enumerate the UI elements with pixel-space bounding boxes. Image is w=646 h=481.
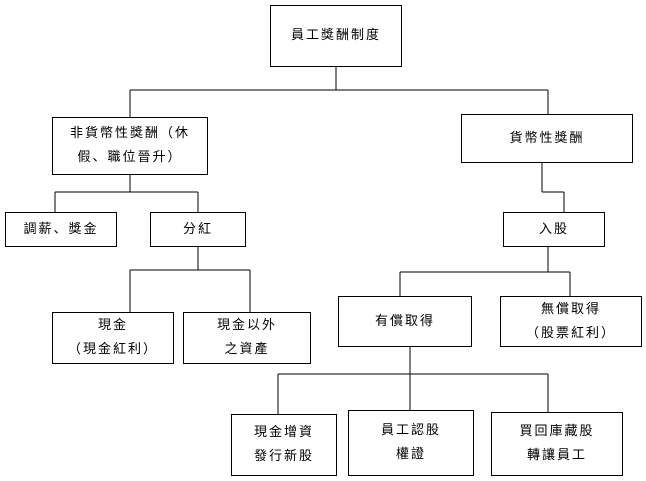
- node-label: 員工獎酬制度: [290, 28, 381, 43]
- node-non-cash-assets: 現金以外 之資產: [183, 312, 311, 364]
- node-label: 現金增資 發行新股: [253, 425, 314, 464]
- node-cash-capital-increase: 現金增資 發行新股: [231, 414, 337, 476]
- node-label: 調薪、獎金: [23, 221, 99, 237]
- node-label: 非貨幣性獎酬（休 假、職位晉升）: [69, 126, 190, 165]
- node-label: 無償取得 （股票紅利）: [525, 301, 616, 341]
- node-employee-compensation-system: 員工獎酬制度: [270, 5, 402, 67]
- node-free-acquisition: 無償取得 （股票紅利）: [500, 296, 642, 347]
- node-dividend: 分紅: [150, 212, 246, 247]
- node-employee-stock-warrant: 員工認股 權證: [348, 410, 474, 476]
- node-label: 現金以外 之資產: [216, 318, 277, 357]
- node-label: 現金 （現金紅利）: [67, 318, 158, 357]
- node-non-monetary-compensation: 非貨幣性獎酬（休 假、職位晉升）: [52, 117, 208, 175]
- node-paid-acquisition: 有償取得: [338, 296, 472, 347]
- node-cash: 現金 （現金紅利）: [52, 312, 174, 364]
- node-label: 分紅: [182, 221, 213, 237]
- node-label: 員工認股 權證: [380, 423, 441, 462]
- node-label: 入股: [538, 221, 569, 237]
- node-treasury-stock-transfer: 買回庫藏股 轉讓員工: [491, 412, 623, 476]
- node-stock-participation: 入股: [503, 212, 605, 247]
- node-label: 買回庫藏股 轉讓員工: [519, 424, 595, 463]
- node-monetary-compensation: 貨幣性獎酬: [461, 114, 633, 163]
- node-salary-bonus: 調薪、獎金: [5, 212, 117, 247]
- node-label: 貨幣性獎酬: [509, 130, 585, 146]
- node-label: 有償取得: [374, 313, 435, 329]
